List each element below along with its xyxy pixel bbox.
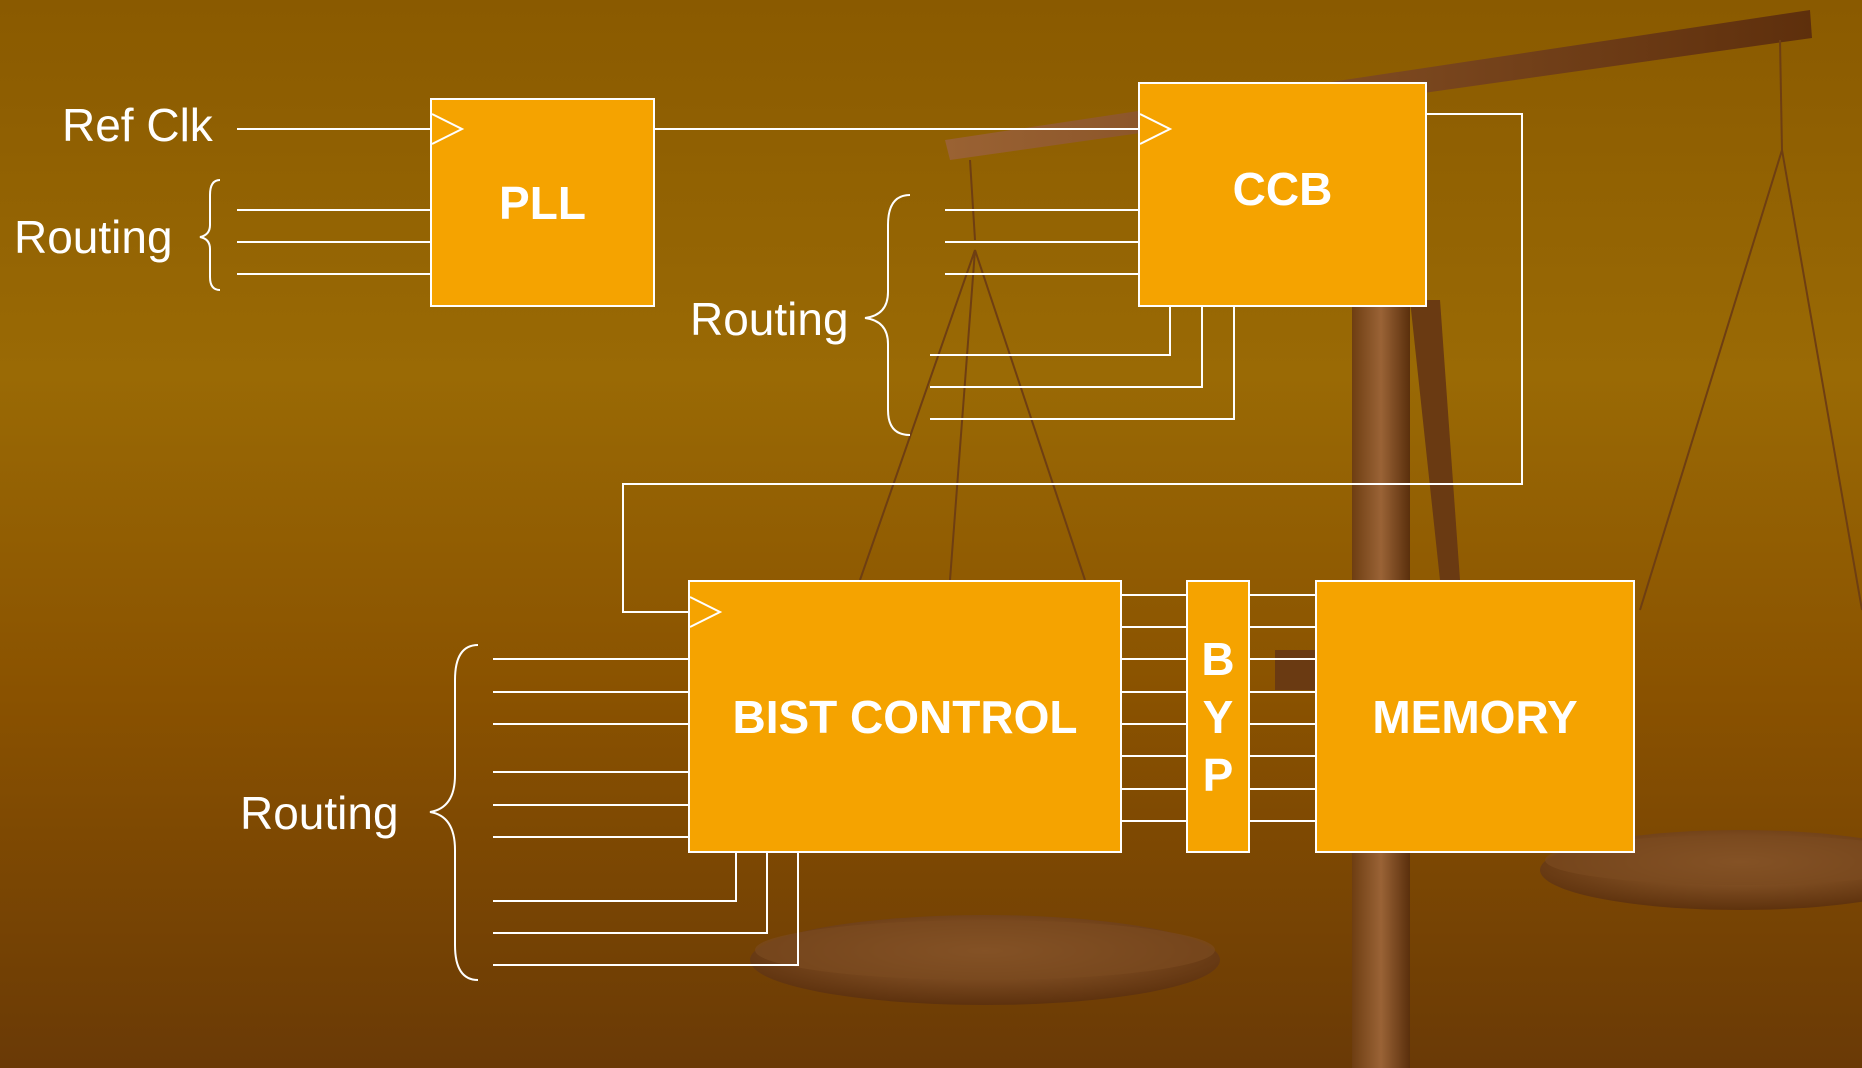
byp-letter-y: Y — [1202, 690, 1234, 743]
pll-block: PLL — [430, 98, 655, 307]
byp-to-memory-bus — [1250, 594, 1315, 822]
routing-label-pll: Routing — [14, 211, 173, 263]
ccb-label: CCB — [1232, 162, 1333, 215]
byp-letter-p: P — [1202, 748, 1234, 801]
byp-letter-b: B — [1201, 632, 1235, 685]
routing-label-ccb: Routing — [690, 293, 849, 345]
routing-brace-pll — [199, 179, 221, 291]
bist-control-block: BIST CONTROL — [688, 580, 1122, 853]
memory-block: MEMORY — [1315, 580, 1635, 853]
pll-label: PLL — [499, 176, 586, 229]
ccb-block: CCB — [1138, 82, 1427, 307]
bist-to-byp-bus — [1122, 594, 1186, 822]
pll-clock-triangle-icon — [431, 113, 465, 145]
byp-block: B Y P — [1186, 580, 1250, 853]
ccb-to-bist-clock-wire — [622, 113, 1523, 613]
memory-label: MEMORY — [1372, 690, 1578, 743]
routing-label-bist: Routing — [240, 787, 399, 839]
ccb-clock-triangle-icon — [1139, 113, 1173, 145]
routing-brace-ccb — [864, 194, 911, 436]
bist-control-label: BIST CONTROL — [732, 690, 1078, 743]
bist-clock-triangle-icon — [689, 596, 723, 628]
routing-brace-bist — [429, 644, 479, 981]
ref-clk-label: Ref Clk — [62, 99, 213, 151]
